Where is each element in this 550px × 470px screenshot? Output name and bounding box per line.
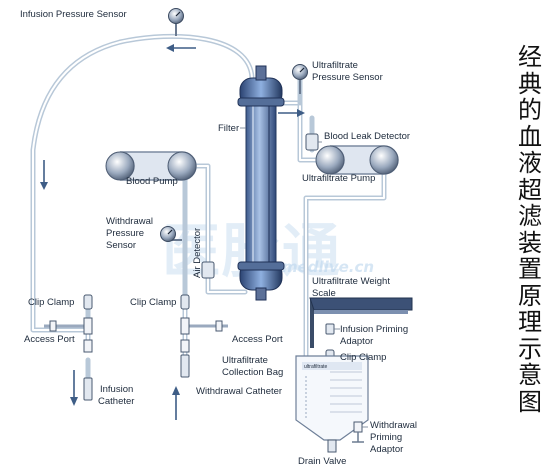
label-ultrafiltrate-collection-bag-1: Ultrafiltrate <box>222 355 268 366</box>
label-clip-clamp-left: Clip Clamp <box>28 297 74 308</box>
title-char: 意 <box>518 361 542 389</box>
title-char: 示 <box>518 334 542 363</box>
air-detector-icon <box>201 261 215 279</box>
label-air-detector: Air Detector <box>192 228 203 278</box>
label-ultrafiltrate-pressure-sensor-1: Ultrafiltrate <box>312 60 358 71</box>
label-blood-pump: Blood Pump <box>126 176 178 187</box>
title-char: 滤 <box>518 202 542 230</box>
access-port-left-icon <box>44 317 93 353</box>
title-char: 的 <box>518 96 542 124</box>
label-withdrawal-pressure-sensor-2: Pressure <box>106 228 144 239</box>
ultrafiltrate-weight-scale <box>309 297 413 348</box>
title-char: 液 <box>518 149 542 177</box>
infusion-pressure-gauge-icon <box>168 8 184 36</box>
title-char: 置 <box>518 255 542 283</box>
label-infusion-catheter-1: Infusion <box>100 384 133 395</box>
label-access-port-left: Access Port <box>24 334 75 345</box>
blood-leak-detector-icon <box>305 133 319 151</box>
label-ultrafiltrate-collection-bag-2: Collection Bag <box>222 367 283 378</box>
label-clip-clamp-mid: Clip Clamp <box>130 297 176 308</box>
label-access-port-mid: Access Port <box>232 334 283 345</box>
label-clip-clamp-bag: Clip Clamp <box>340 352 386 363</box>
leader-lines <box>240 127 368 428</box>
title-char: 原 <box>518 281 542 310</box>
title-char: 图 <box>518 387 542 416</box>
label-filter: Filter <box>218 123 239 134</box>
label-infusion-catheter-2: Catheter <box>98 396 134 407</box>
withdrawal-pressure-gauge-icon <box>160 226 182 242</box>
blood-pump-device <box>105 151 197 181</box>
label-ultrafiltrate-weight-scale-1: Ultrafiltrate Weight <box>312 276 390 287</box>
ultrafiltrate-collection-bag: ultrafiltrate <box>295 355 369 453</box>
label-drain-valve: Drain Valve <box>298 456 346 467</box>
label-ultrafiltrate-weight-scale-2: Scale <box>312 288 336 299</box>
label-ultrafiltrate-pressure-sensor-2: Pressure Sensor <box>312 72 383 83</box>
title-char: 超 <box>518 175 542 204</box>
label-withdrawal-priming-adaptor-2: Priming <box>370 432 402 443</box>
ultrafiltrate-pump-device <box>315 145 399 175</box>
infusion-priming-adaptor-icon <box>325 323 335 335</box>
withdrawal-catheter-icon <box>180 354 190 378</box>
title-char: 血 <box>518 122 542 151</box>
label-ultrafiltrate-pump: Ultrafiltrate Pump <box>302 173 375 184</box>
filter-column <box>237 65 285 301</box>
label-withdrawal-catheter: Withdrawal Catheter <box>196 386 282 397</box>
label-infusion-pressure-sensor: Infusion Pressure Sensor <box>20 9 127 20</box>
title-char: 典 <box>518 69 542 98</box>
label-withdrawal-pressure-sensor-1: Withdrawal <box>106 216 153 227</box>
title-char: 装 <box>518 228 542 257</box>
clip-clamp-left-icon <box>83 294 93 310</box>
title-char: 经 <box>518 43 542 71</box>
infusion-catheter-icon <box>83 377 93 401</box>
label-infusion-priming-adaptor-1: Infusion Priming <box>340 324 408 335</box>
clip-clamp-mid-icon <box>180 294 190 310</box>
access-port-mid-icon <box>180 317 228 353</box>
withdrawal-priming-adaptor-icon <box>352 421 364 443</box>
label-withdrawal-priming-adaptor-3: Adaptor <box>370 444 403 455</box>
ultrafiltrate-pressure-gauge-icon <box>292 64 308 94</box>
label-withdrawal-priming-adaptor-1: Withdrawal <box>370 420 417 431</box>
label-infusion-priming-adaptor-2: Adaptor <box>340 336 373 347</box>
label-blood-leak-detector: Blood Leak Detector <box>324 131 410 142</box>
bag-brand-label: ultrafiltrate <box>304 364 328 370</box>
label-withdrawal-pressure-sensor-3: Sensor <box>106 240 136 251</box>
vertical-title: 经 典 的 血 液 超 滤 装 置 原 理 示 意 图 <box>512 44 548 415</box>
title-char: 理 <box>518 308 542 336</box>
